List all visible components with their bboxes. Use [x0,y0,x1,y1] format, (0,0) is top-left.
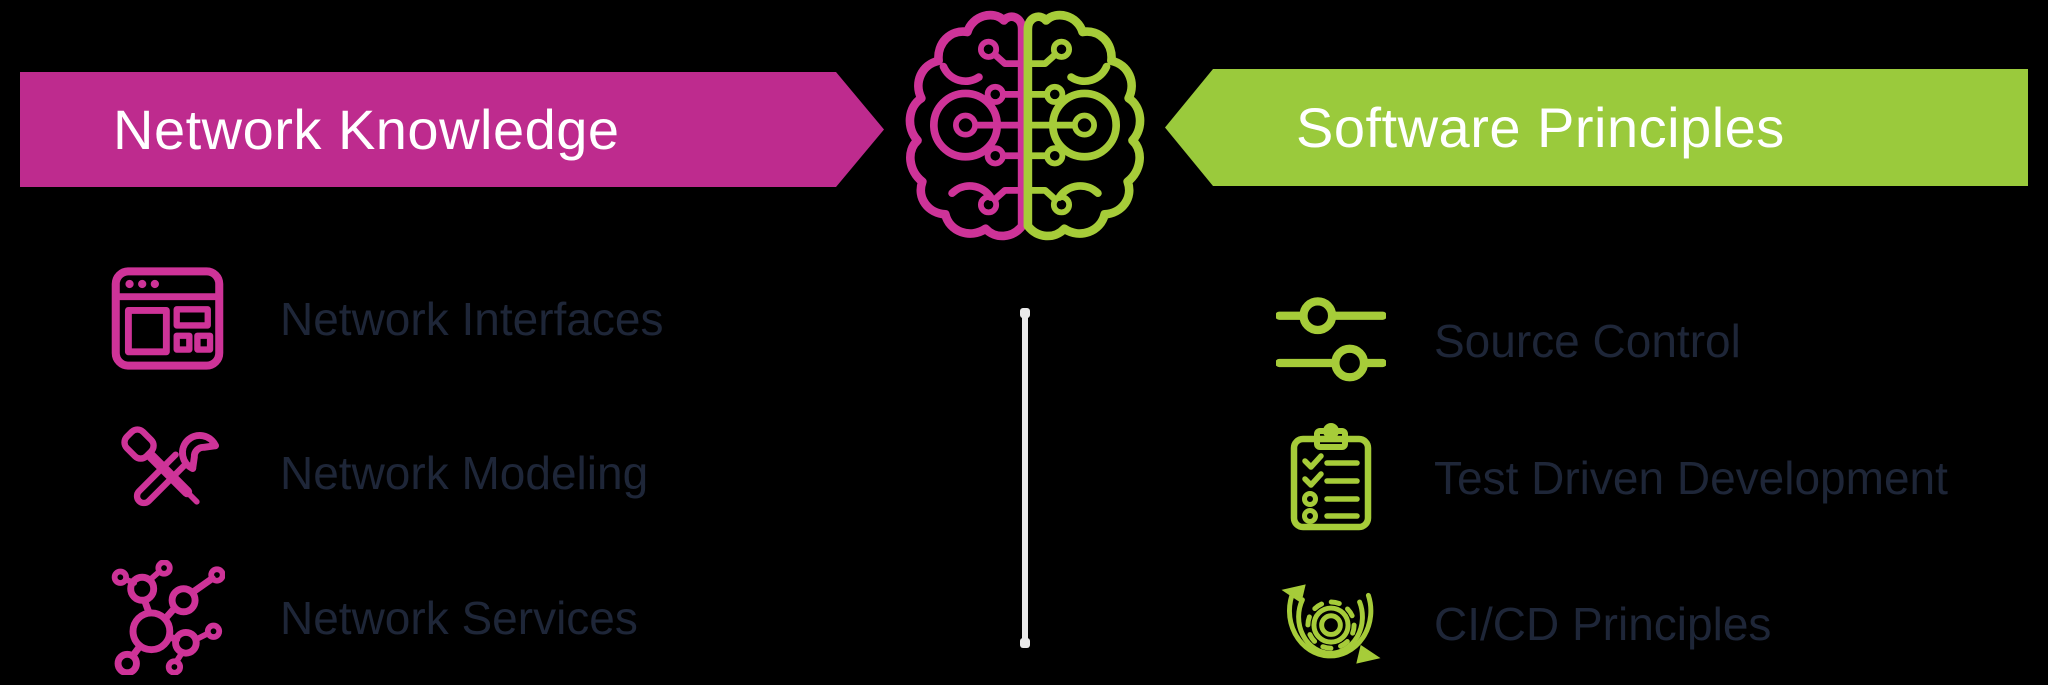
screwdriver-wrench-icon [110,415,225,530]
list-item-label: CI/CD Principles [1434,598,1772,650]
list-item-cicd-principles: CI/CD Principles [1276,569,1771,679]
list-item-source-control: Source Control [1276,286,1741,396]
banner-left-label: Network Knowledge [113,97,620,161]
list-item-label: Network Interfaces [280,292,664,345]
banner-network-knowledge: Network Knowledge [20,72,884,187]
network-nodes-icon [110,560,225,675]
brain-right-hemisphere [1028,15,1140,236]
list-item-label: Network Services [280,591,638,644]
brain-left-hemisphere [910,15,1022,236]
banner-right-label: Software Principles [1296,95,1785,159]
list-item-network-services: Network Services [110,560,638,675]
list-item-label: Test Driven Development [1434,452,1948,504]
sliders-icon [1276,286,1386,396]
list-item-label: Network Modeling [280,446,649,499]
browser-window-icon [110,261,225,376]
list-item-network-modeling: Network Modeling [110,415,648,530]
banner-software-principles: Software Principles [1165,69,2028,186]
loop-gear-icon [1276,569,1386,679]
list-item-network-interfaces: Network Interfaces [110,261,663,376]
list-item-label: Source Control [1434,315,1741,367]
split-brain-circuit-icon [905,8,1145,246]
center-divider-line [1020,308,1030,648]
list-item-test-driven-development: Test Driven Development [1276,423,1948,533]
checklist-clipboard-icon [1276,423,1386,533]
